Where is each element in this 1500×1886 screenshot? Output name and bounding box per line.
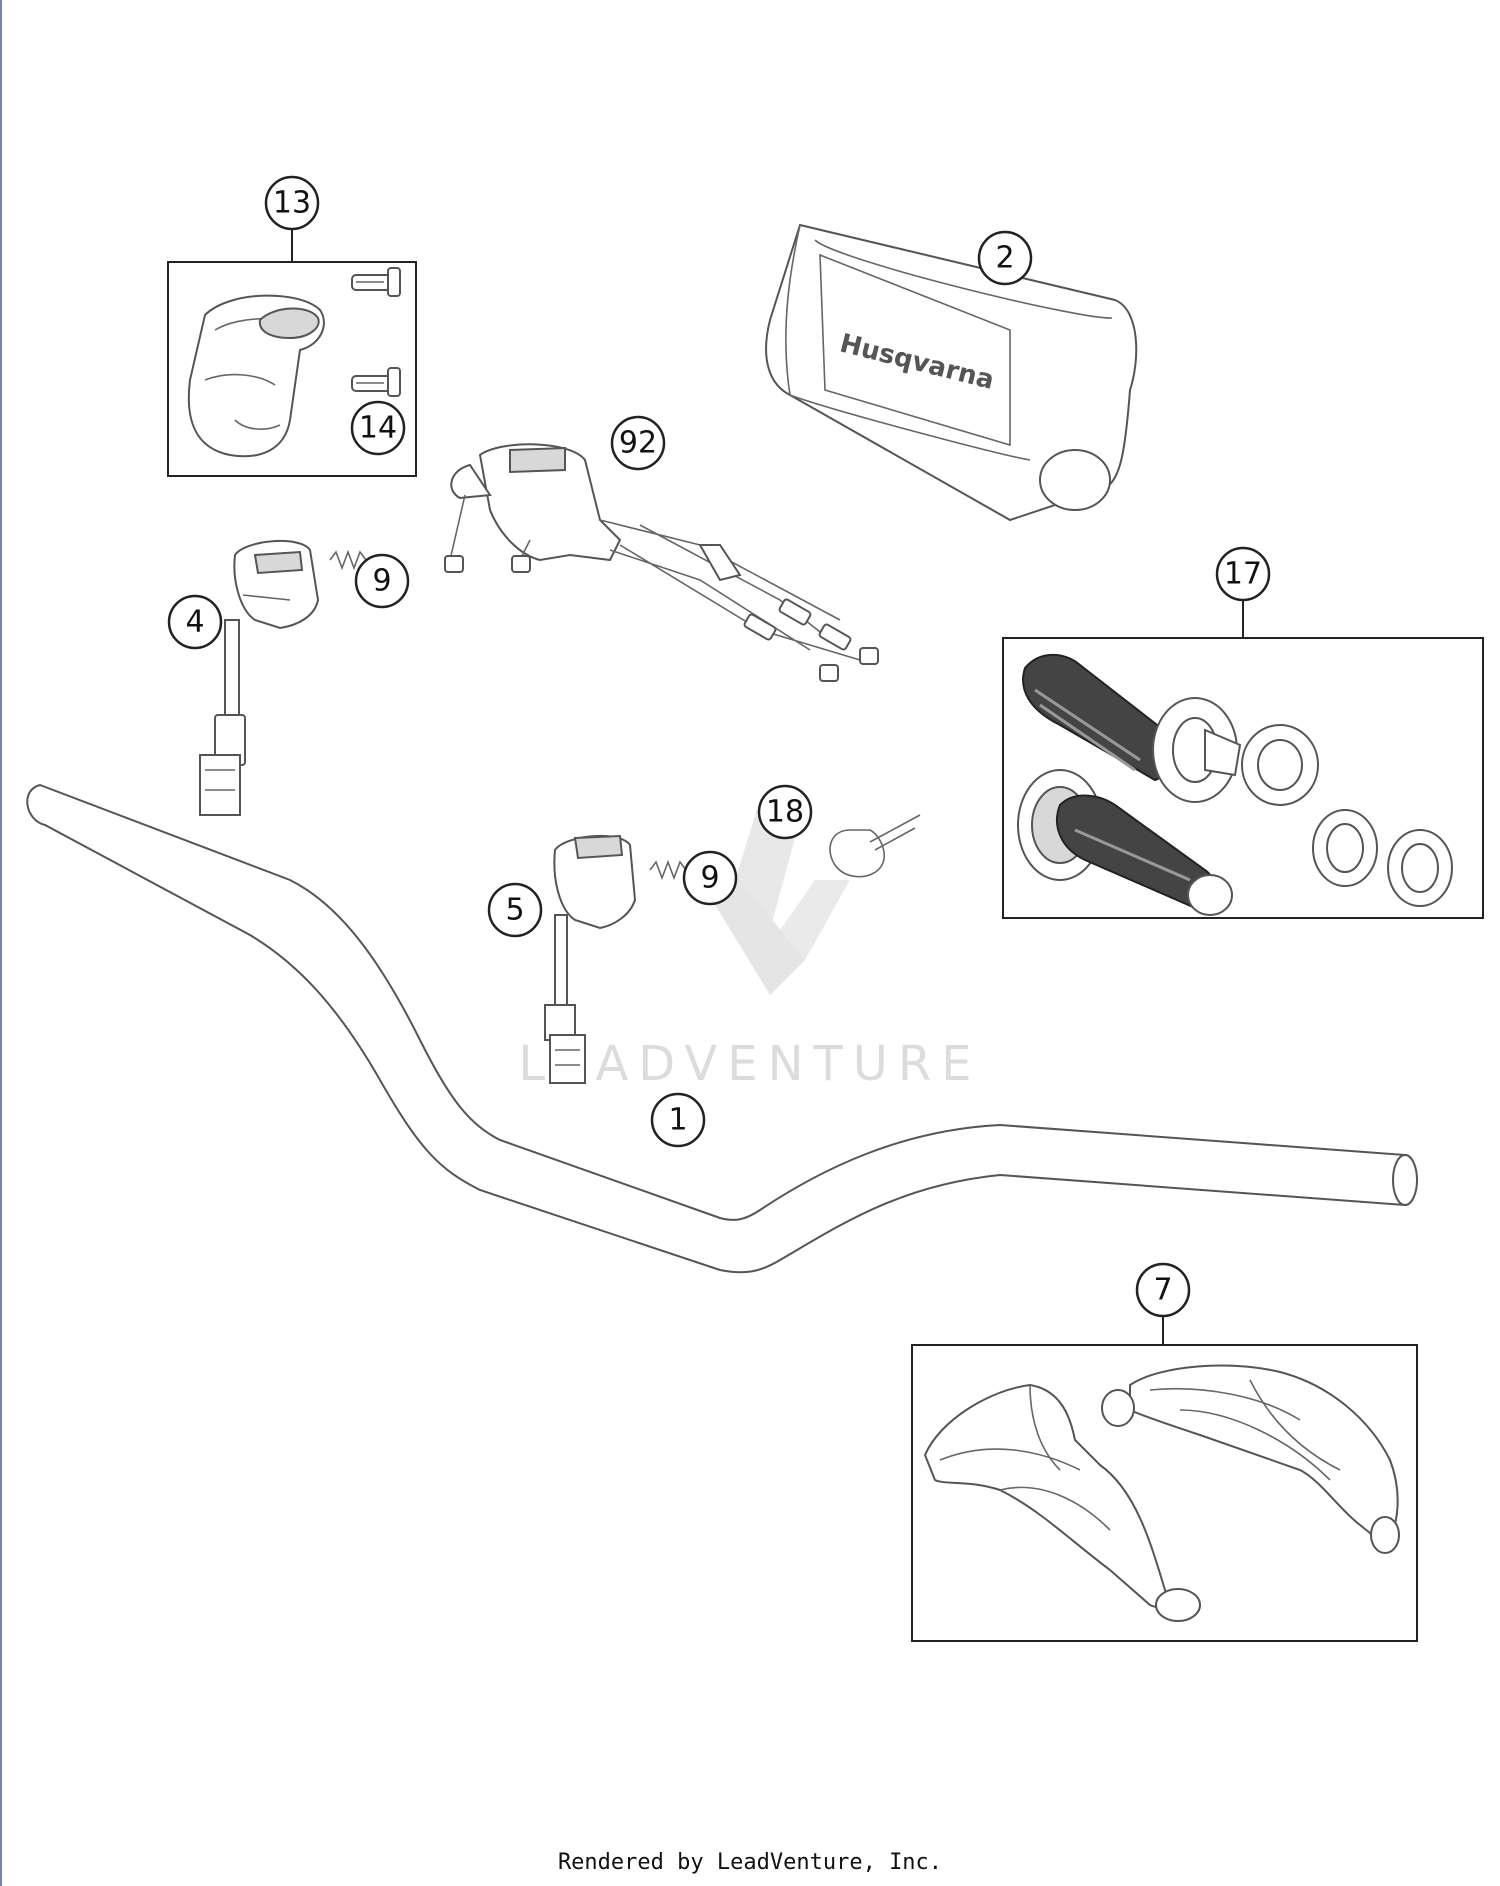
callout-13: 13: [264, 175, 320, 231]
callout-2: 2: [977, 230, 1033, 286]
left-frame-border: [0, 0, 2, 1886]
callout-17-label: 17: [1224, 557, 1262, 592]
spring-9a: [329, 549, 367, 571]
handguard-left: [923, 1383, 1201, 1622]
box-7: [911, 1344, 1418, 1642]
throttle-housing-assembly: [167, 261, 417, 477]
watermark-text: LEADVENTURE: [518, 1036, 981, 1092]
callout-9-lower: 9: [682, 850, 738, 906]
throttle-cables-part: [444, 443, 879, 682]
callout-2-label: 2: [995, 241, 1014, 276]
callout-5: 5: [487, 882, 543, 938]
handguard-assembly: [911, 1344, 1418, 1642]
callout-1: 1: [650, 1092, 706, 1148]
callout-4: 4: [167, 594, 223, 650]
callout-14-label: 14: [359, 411, 397, 446]
right-switch-part: [544, 834, 687, 1084]
callout-17: 17: [1215, 546, 1271, 602]
bolt-14a: [351, 267, 401, 297]
callout-13-label: 13: [273, 186, 311, 221]
callout-9-upper-label: 9: [372, 564, 391, 599]
grip-cams: [1241, 724, 1453, 907]
bolt-14b: [351, 367, 401, 397]
callout-1-label: 1: [668, 1103, 687, 1138]
callout-9-lower-label: 9: [700, 861, 719, 896]
grip-lower: [1017, 769, 1233, 916]
callout-14: 14: [350, 400, 406, 456]
grip-upper: [1022, 653, 1242, 803]
callout-18-label: 18: [766, 795, 804, 830]
callout-9-upper: 9: [354, 553, 410, 609]
handlebar-part: [26, 783, 1418, 1274]
callout-18: 18: [757, 784, 813, 840]
callout-4-label: 4: [185, 605, 204, 640]
spring-9b: [649, 859, 687, 881]
leader-lines: [291, 228, 1244, 1345]
cable-tie-part: [829, 814, 921, 878]
handguard-right: [1101, 1364, 1400, 1554]
callout-5-label: 5: [505, 893, 524, 928]
grip-set-assembly: [1002, 637, 1484, 919]
handlebar-pad-part: Husqvarna: [765, 223, 1138, 522]
cable-ends: [743, 598, 879, 682]
left-switch-part: [199, 539, 367, 816]
callout-7-label: 7: [1153, 1273, 1172, 1308]
callout-92: 92: [610, 415, 666, 471]
callout-7: 7: [1135, 1262, 1191, 1318]
callout-92-label: 92: [619, 426, 657, 461]
footer-credit: Rendered by LeadVenture, Inc.: [557, 1850, 943, 1875]
